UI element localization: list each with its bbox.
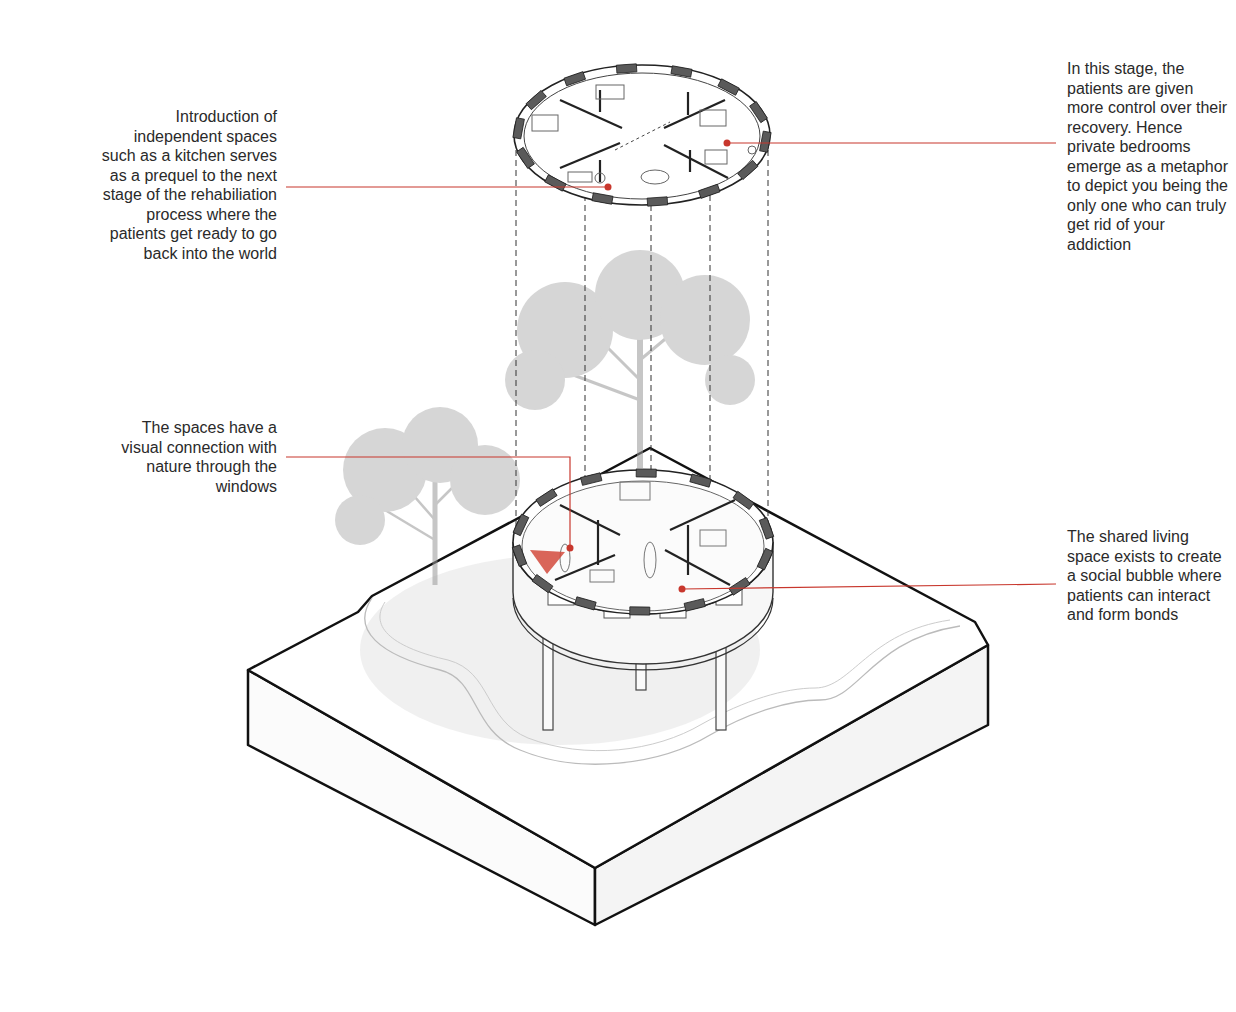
pod-floor-edge [513, 598, 773, 670]
bed [700, 110, 726, 126]
bed [705, 150, 727, 164]
wall-panel [698, 184, 720, 198]
leader-line [682, 584, 1056, 589]
leaders [286, 143, 1056, 589]
wall-panel [592, 193, 613, 204]
pod-rim [513, 470, 773, 614]
wall-panel [526, 90, 546, 109]
wall-panel [757, 548, 773, 570]
wall-panel [564, 72, 586, 86]
tree-canopy [660, 275, 750, 365]
leader-dot [724, 140, 731, 147]
wall-panel [647, 197, 667, 206]
kitchen-counter [590, 570, 614, 582]
callout-text: The spaces have a visual connection with… [97, 418, 277, 496]
bed [700, 530, 726, 546]
bed [620, 482, 650, 500]
figure [644, 542, 656, 578]
callout-text: In this stage, the patients are given mo… [1067, 59, 1230, 254]
plan-inner-ring [524, 73, 760, 199]
wall [555, 555, 615, 580]
leader-line [286, 186, 608, 187]
callout-text: The shared living space exists to create… [1067, 527, 1230, 625]
wall-panel [575, 597, 596, 610]
wall-panel [545, 175, 566, 191]
tree-canopy [505, 350, 565, 410]
wall [560, 505, 620, 535]
wall-panel [513, 514, 529, 536]
leader-dots [567, 140, 731, 593]
fixture [595, 173, 605, 183]
wall [689, 150, 691, 172]
view-cone [530, 550, 565, 574]
wall [664, 100, 725, 128]
tree [335, 407, 520, 585]
wall [665, 550, 730, 585]
tree-canopy [335, 495, 385, 545]
lower-pod [512, 469, 773, 670]
wall [664, 145, 728, 178]
projection-line [585, 195, 586, 480]
wall-panel [513, 118, 525, 139]
wall [599, 90, 601, 112]
plan-axis [615, 122, 670, 150]
wall-panel [729, 578, 750, 596]
wall-panel [718, 79, 739, 95]
tree-canopy [450, 445, 520, 515]
bed [532, 115, 558, 131]
kitchen-counter [568, 172, 592, 182]
bed [596, 85, 624, 99]
leader-dot [567, 545, 574, 552]
wall-panel [636, 469, 656, 477]
tree-canopy [705, 355, 755, 405]
wall [560, 143, 620, 168]
projection-line [768, 140, 769, 548]
slab-top [248, 448, 988, 868]
wall-panel [684, 599, 705, 612]
tree [505, 250, 755, 468]
wall [670, 500, 735, 530]
wall-panels [513, 64, 771, 206]
plan-furniture [532, 85, 756, 184]
plan-walls [560, 90, 728, 182]
pod-floor [522, 481, 764, 611]
tree-trunk [433, 480, 438, 585]
wall-panel [750, 102, 768, 123]
leader-line [286, 457, 570, 548]
interior-walls [555, 500, 735, 585]
projection-line [516, 140, 517, 548]
wall-panel [532, 575, 553, 593]
wall-panel [759, 518, 773, 540]
leader-line [727, 142, 1056, 143]
furniture [560, 482, 726, 582]
fixture [748, 146, 756, 154]
wall-panel [760, 131, 772, 152]
projection-line [710, 195, 711, 480]
wall-panel [738, 160, 758, 179]
wall-panel [630, 607, 650, 615]
wall [687, 92, 689, 115]
wall [560, 100, 622, 128]
wall-panels [512, 469, 773, 615]
projection-line [651, 205, 652, 470]
plan-outer-ring [514, 65, 770, 205]
wall-panel [512, 545, 526, 567]
wall [597, 520, 599, 565]
wall-panel [536, 489, 557, 507]
wall-panel [616, 64, 636, 73]
wall [687, 525, 689, 575]
wall [599, 160, 601, 182]
wall-panel [517, 147, 535, 168]
wall-panel [581, 473, 602, 486]
site-block [248, 448, 988, 925]
callout-text: Introduction of independent spaces such … [97, 107, 277, 263]
upper-plan [513, 64, 771, 206]
wall-panel [690, 474, 711, 487]
wall-panel [671, 66, 692, 77]
table [641, 170, 669, 184]
leader-dot [605, 184, 612, 191]
leader-dot [679, 586, 686, 593]
wall-panel [733, 491, 754, 509]
